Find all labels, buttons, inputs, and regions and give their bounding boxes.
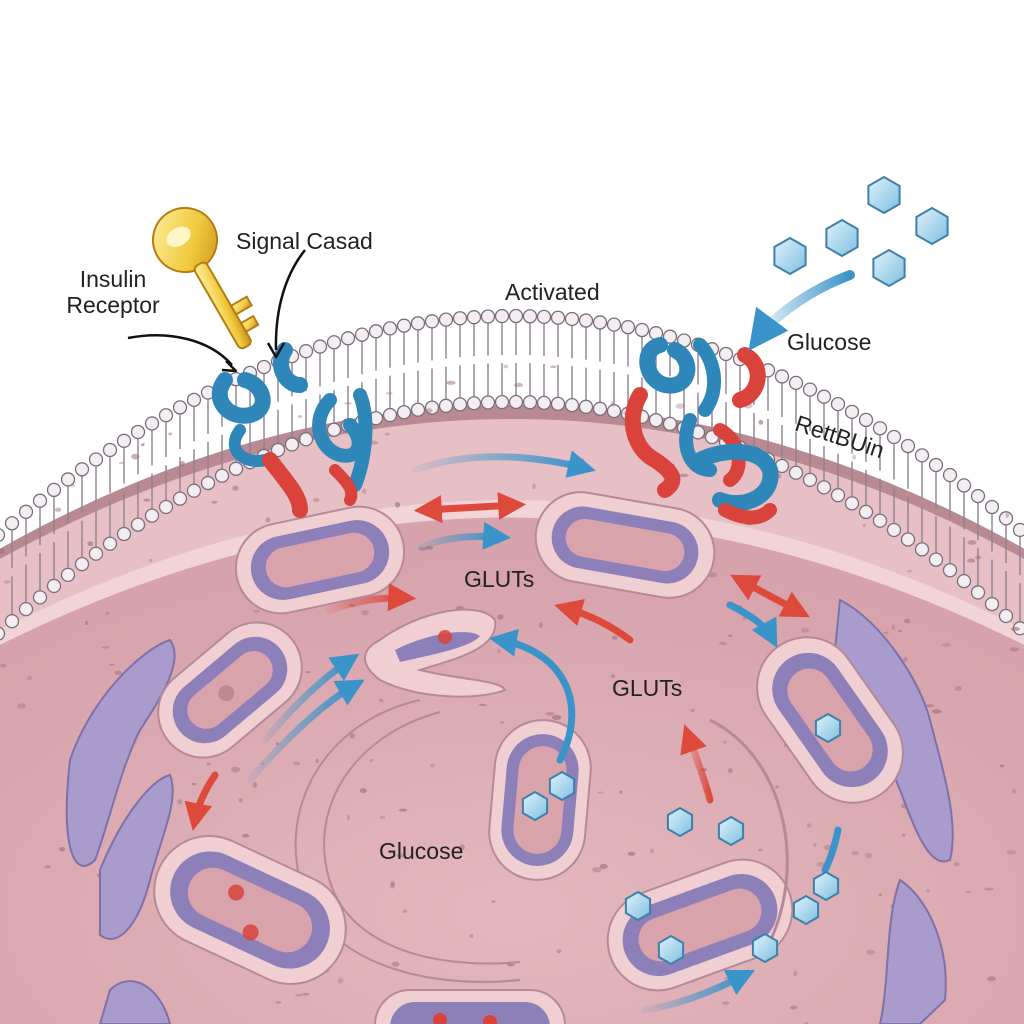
- glucose-transporter: [624, 337, 779, 525]
- blue-arrow: [261, 653, 360, 744]
- hexagon-icon: [666, 806, 694, 838]
- insulin-receptor-label: Insulin Receptor: [48, 266, 178, 319]
- hexagon-icon: [624, 890, 652, 922]
- organelle: [157, 621, 303, 759]
- hexagon-icon: [773, 236, 807, 276]
- key-icon: [152, 207, 260, 350]
- hexagon-icon: [867, 175, 901, 215]
- red-arrow: [413, 491, 527, 524]
- blue-arrow: [641, 969, 756, 1014]
- hexagon-icon: [825, 218, 859, 258]
- hexagon-icon: [792, 894, 820, 926]
- insulin-receptor-label-line2: Receptor: [66, 292, 160, 319]
- organelle: [374, 989, 566, 1024]
- blue-arrow: [416, 521, 512, 552]
- blue-arrow: [821, 826, 842, 874]
- signal-cascade-label: Signal Casad: [236, 228, 373, 254]
- hexagon-icon: [915, 206, 949, 246]
- hexagon-icon: [717, 815, 745, 847]
- hexagon-icon: [751, 932, 779, 964]
- blue-arrow: [411, 450, 596, 478]
- red-arrow: [184, 771, 219, 831]
- hexagon-icon: [814, 712, 842, 744]
- blue-arrow: [726, 601, 778, 648]
- transport-arrows: [184, 450, 842, 1014]
- gluts-lower-label: GLUTs: [612, 675, 683, 701]
- gluts-upper-label: GLUTs: [464, 566, 535, 592]
- insulin-receptor-label-line1: Insulin: [79, 266, 147, 292]
- blue-arrow: [246, 679, 365, 784]
- hexagon-icon: [872, 248, 906, 288]
- hexagon-icon: [548, 770, 576, 802]
- glucose-outside-label: Glucose: [787, 329, 872, 355]
- red-arrow: [680, 724, 714, 804]
- hexagon-icon: [521, 790, 549, 822]
- blue-arrow: [488, 628, 576, 764]
- label-pointers: [127, 249, 306, 373]
- er-tubule: [709, 718, 789, 961]
- red-arrow: [554, 599, 634, 644]
- insulin-receptor: [211, 342, 373, 518]
- hexagon-icon: [657, 934, 685, 966]
- endoplasmic-reticulum: [364, 608, 507, 698]
- red-arrow: [326, 583, 417, 614]
- hexagon-icon: [812, 870, 840, 902]
- glucose-molecules: [521, 175, 949, 966]
- organelle: [234, 505, 406, 615]
- glucose-entry-arrow: [748, 270, 855, 351]
- organelle: [153, 834, 347, 986]
- glucose-inside-label: Glucose: [379, 838, 464, 864]
- activated-label: Activated: [505, 279, 600, 305]
- red-arrow: [730, 574, 810, 618]
- organelle: [534, 491, 716, 599]
